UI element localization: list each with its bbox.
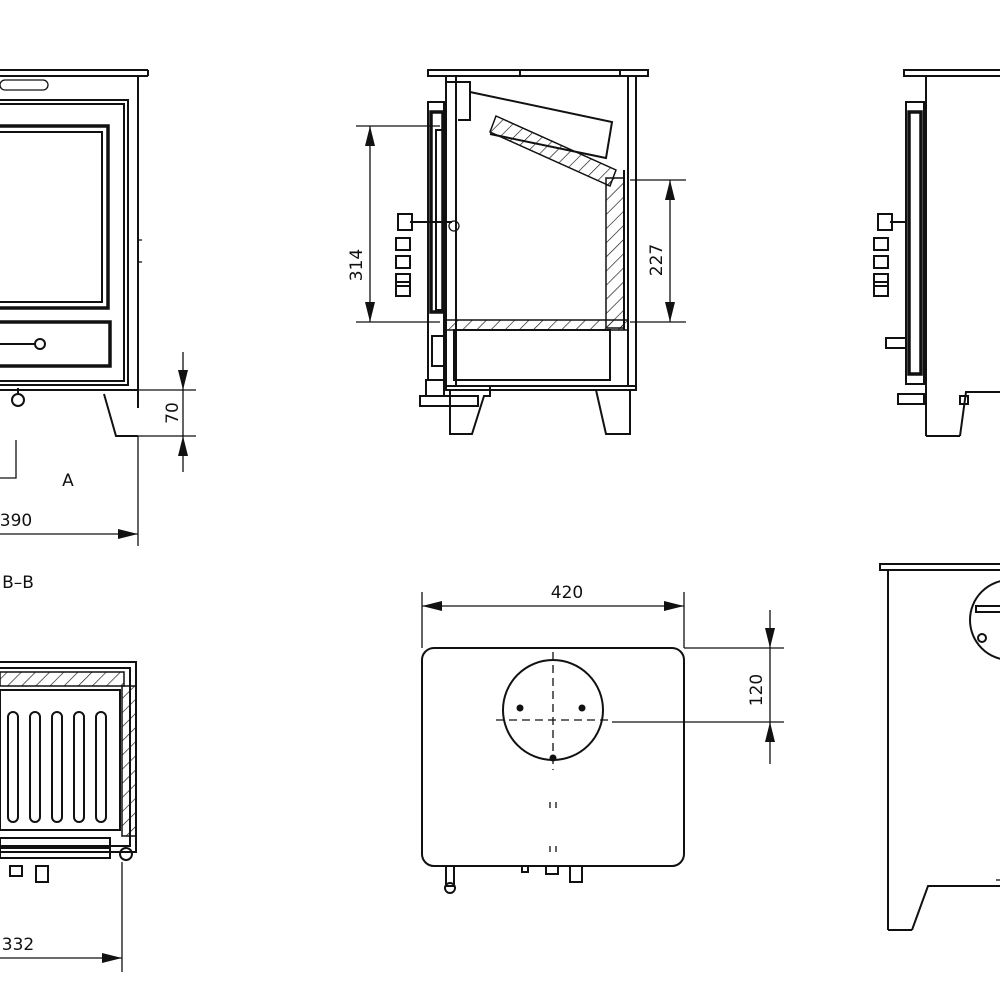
dimension-390-label: 390	[0, 511, 32, 531]
plan-section-bb: 332	[0, 661, 137, 972]
view-a-label: A	[62, 471, 74, 491]
top-view: 420 120	[421, 583, 784, 894]
section-bb-label: B–B	[2, 573, 34, 593]
front-view: 70 A 390	[0, 69, 196, 546]
side-section-view: 314 227	[347, 69, 686, 435]
side-view	[873, 69, 1000, 437]
dimension-120-label: 120	[747, 674, 767, 706]
rear-view	[879, 563, 1000, 931]
dimension-332-label: 332	[2, 935, 34, 955]
dimension-314-label: 314	[347, 249, 367, 281]
dimension-227-label: 227	[647, 244, 667, 276]
dimension-420-label: 420	[551, 583, 583, 603]
dimension-70-label: 70	[163, 402, 183, 424]
